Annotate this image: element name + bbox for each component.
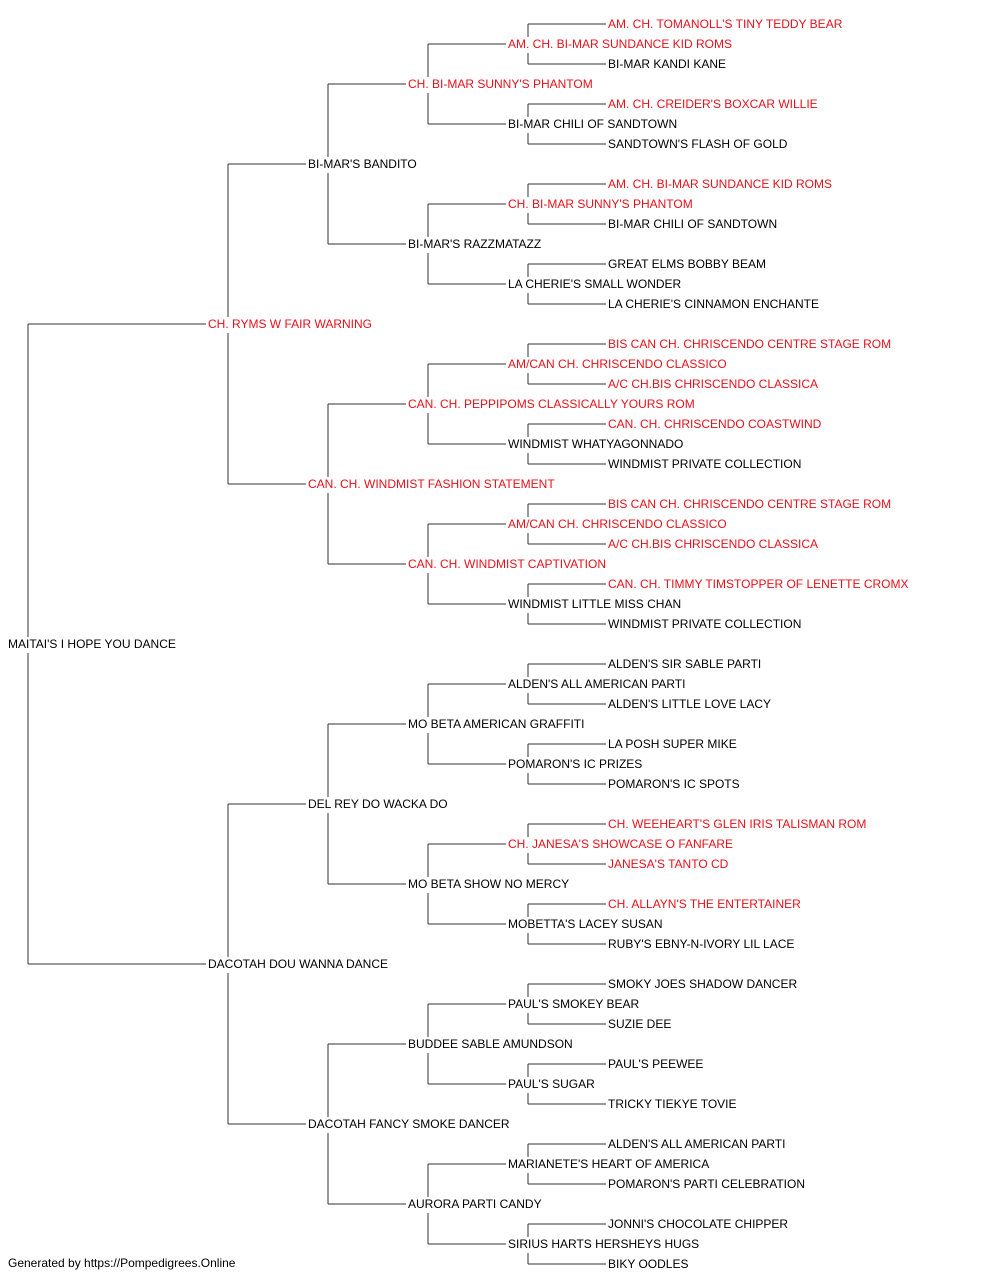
ancestor-name-gen4: POMARON'S IC PRIZES [508,757,643,771]
ancestor-name-gen2: DACOTAH FANCY SMOKE DANCER [308,1117,510,1131]
ancestor-name-gen4: SIRIUS HARTS HERSHEYS HUGS [508,1237,700,1251]
ancestor-name-gen4: WINDMIST WHATYAGONNADO [508,437,684,451]
ancestor-name-gen5: AM. CH. CREIDER'S BOXCAR WILLIE [608,97,818,111]
ancestor-name-gen5: A/C CH.BIS CHRISCENDO CLASSICA [608,377,819,391]
ancestor-name-gen5: SANDTOWN'S FLASH OF GOLD [608,137,788,151]
ancestor-name-gen5: POMARON'S IC SPOTS [608,777,740,791]
ancestor-name-gen4: CH. JANESA'S SHOWCASE O FANFARE [508,837,733,851]
ancestor-name-gen2: BI-MAR'S BANDITO [308,157,417,171]
ancestor-name-gen5: BIS CAN CH. CHRISCENDO CENTRE STAGE ROM [608,337,892,351]
ancestor-name-gen5: GREAT ELMS BOBBY BEAM [608,257,767,271]
ancestor-name-gen4: PAUL'S SMOKEY BEAR [508,997,640,1011]
ancestor-name-gen5: ALDEN'S SIR SABLE PARTI [608,657,762,671]
ancestor-name-gen2: DEL REY DO WACKA DO [308,797,448,811]
ancestor-name-gen5: WINDMIST PRIVATE COLLECTION [608,457,802,471]
ancestor-name-gen3: MO BETA AMERICAN GRAFFITI [408,717,585,731]
ancestor-name-gen3: CAN. CH. PEPPIPOMS CLASSICALLY YOURS ROM [408,397,695,411]
ancestor-name-gen4: AM/CAN CH. CHRISCENDO CLASSICO [508,357,727,371]
ancestor-name-gen5: CH. WEEHEART'S GLEN IRIS TALISMAN ROM [608,817,867,831]
generated-by-footer: Generated by https://Pompedigrees.Online [8,1256,236,1270]
ancestor-name-gen1: CH. RYMS W FAIR WARNING [208,317,373,331]
ancestor-name-gen5: PAUL'S PEEWEE [608,1057,704,1071]
ancestor-name-gen5: AM. CH. TOMANOLL'S TINY TEDDY BEAR [608,17,843,31]
ancestor-name-gen5: SMOKY JOES SHADOW DANCER [608,977,798,991]
ancestor-name-gen4: PAUL'S SUGAR [508,1077,595,1091]
ancestor-name-gen5: JONNI'S CHOCOLATE CHIPPER [608,1217,789,1231]
ancestor-name-gen5: BI-MAR KANDI KANE [608,57,727,71]
ancestor-name-gen5: CAN. CH. CHRISCENDO COASTWIND [608,417,822,431]
ancestor-name-gen5: POMARON'S PARTI CELEBRATION [608,1177,805,1191]
ancestor-name-gen3: BI-MAR'S RAZZMATAZZ [408,237,542,251]
ancestor-name-gen2: CAN. CH. WINDMIST FASHION STATEMENT [308,477,555,491]
ancestor-name-gen4: CH. BI-MAR SUNNY'S PHANTOM [508,197,693,211]
ancestor-name-gen5: TRICKY TIEKYE TOVIE [608,1097,737,1111]
ancestor-name-gen5: CAN. CH. TIMMY TIMSTOPPER OF LENETTE CRO… [608,577,909,591]
ancestor-name-gen5: RUBY'S EBNY-N-IVORY LIL LACE [608,937,795,951]
ancestor-name-gen4: AM/CAN CH. CHRISCENDO CLASSICO [508,517,727,531]
ancestor-name-gen5: LA POSH SUPER MIKE [608,737,737,751]
ancestor-name-gen4: WINDMIST LITTLE MISS CHAN [508,597,682,611]
ancestor-name-gen4: MOBETTA'S LACEY SUSAN [508,917,663,931]
ancestor-name-gen4: BI-MAR CHILI OF SANDTOWN [508,117,678,131]
ancestor-name-gen3: MO BETA SHOW NO MERCY [408,877,570,891]
ancestor-name-gen5: BIS CAN CH. CHRISCENDO CENTRE STAGE ROM [608,497,892,511]
ancestor-name-gen3: CH. BI-MAR SUNNY'S PHANTOM [408,77,593,91]
ancestor-name-gen1: DACOTAH DOU WANNA DANCE [208,957,389,971]
ancestor-name-gen3: BUDDEE SABLE AMUNDSON [408,1037,573,1051]
ancestor-name-gen3: AURORA PARTI CANDY [408,1197,542,1211]
ancestor-name-gen5: ALDEN'S LITTLE LOVE LACY [608,697,772,711]
ancestor-name-gen5: AM. CH. BI-MAR SUNDANCE KID ROMS [608,177,833,191]
ancestor-name-gen5: WINDMIST PRIVATE COLLECTION [608,617,802,631]
ancestor-name-gen5: CH. ALLAYN'S THE ENTERTAINER [608,897,801,911]
ancestor-name-gen4: ALDEN'S ALL AMERICAN PARTI [508,677,686,691]
ancestor-name-gen5: JANESA'S TANTO CD [608,857,729,871]
ancestor-name-gen4: LA CHERIE'S SMALL WONDER [508,277,682,291]
ancestor-name-gen4: MARIANETE'S HEART OF AMERICA [508,1157,710,1171]
subject-dog-name: MAITAI'S I HOPE YOU DANCE [8,637,176,651]
ancestor-name-gen5: SUZIE DEE [608,1017,672,1031]
ancestor-name-gen3: CAN. CH. WINDMIST CAPTIVATION [408,557,607,571]
ancestor-name-gen5: A/C CH.BIS CHRISCENDO CLASSICA [608,537,819,551]
ancestor-name-gen5: LA CHERIE'S CINNAMON ENCHANTE [608,297,819,311]
ancestor-name-gen4: AM. CH. BI-MAR SUNDANCE KID ROMS [508,37,733,51]
ancestor-name-gen5: BIKY OODLES [608,1257,689,1271]
ancestor-name-gen5: BI-MAR CHILI OF SANDTOWN [608,217,778,231]
ancestor-name-gen5: ALDEN'S ALL AMERICAN PARTI [608,1137,786,1151]
